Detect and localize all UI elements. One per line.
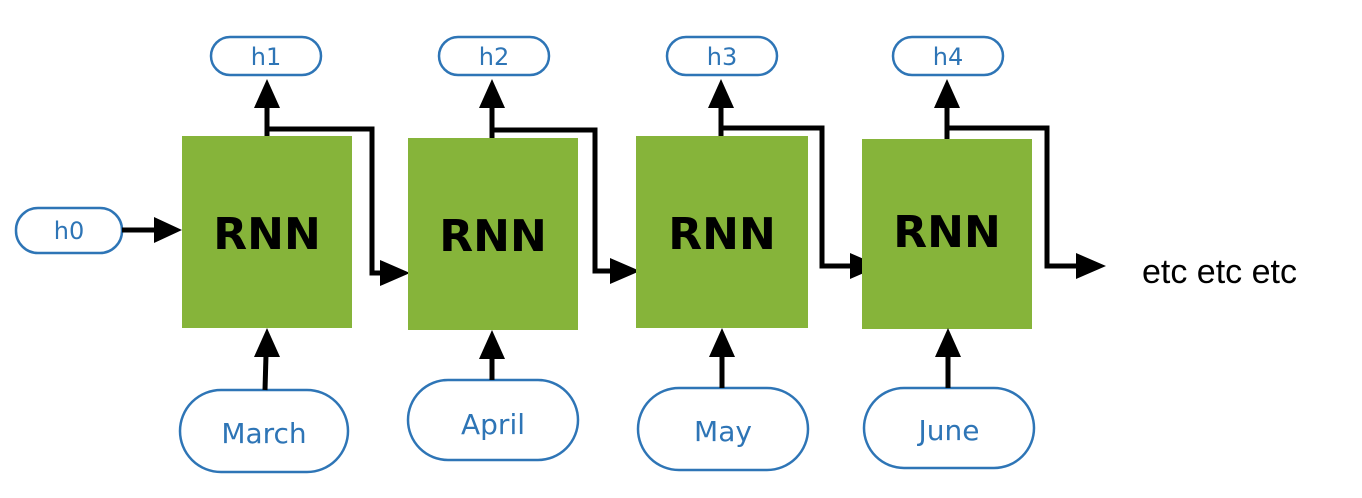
- initial-state-label: h0: [54, 217, 84, 245]
- input-arrow-1: [254, 328, 280, 391]
- output-arrow-3: [708, 79, 734, 136]
- hidden-state-arrow-1: [269, 126, 410, 286]
- input-pill-1: March: [178, 388, 350, 474]
- input-pill-3: May: [636, 386, 810, 472]
- input-arrow-3: [709, 328, 735, 388]
- rnn-cell-4: RNN: [862, 139, 1032, 329]
- input-pill-2: April: [406, 378, 580, 462]
- rnn-cell-1: RNN: [182, 136, 352, 328]
- output-label: h4: [933, 43, 963, 71]
- output-pill-1: h1: [209, 35, 323, 77]
- input-arrow-2: [479, 330, 505, 380]
- output-pill-4: h4: [891, 35, 1005, 77]
- continuation-text: etc etc etc: [1142, 253, 1297, 291]
- rnn-cell-3: RNN: [636, 136, 808, 328]
- input-label: June: [917, 414, 980, 447]
- output-pill-3: h3: [665, 35, 779, 77]
- output-pill-2: h2: [437, 35, 551, 77]
- rnn-cell-label: RNN: [213, 209, 321, 260]
- hidden-state-arrow-4: [949, 125, 1106, 279]
- initial-state-arrow: [122, 217, 182, 243]
- rnn-cell-label: RNN: [439, 211, 547, 262]
- input-label: April: [461, 408, 525, 441]
- output-label: h2: [479, 43, 509, 71]
- input-pill-4: June: [862, 386, 1036, 470]
- rnn-cell-2: RNN: [408, 138, 578, 330]
- output-arrow-4: [934, 79, 960, 139]
- rnn-cell-label: RNN: [893, 207, 1001, 258]
- output-label: h1: [251, 43, 281, 71]
- input-arrow-4: [935, 328, 961, 388]
- initial-state-pill: h0: [14, 206, 124, 255]
- output-arrow-1: [254, 79, 280, 136]
- input-label: May: [694, 415, 752, 448]
- rnn-cell-label: RNN: [668, 209, 776, 260]
- input-label: March: [221, 417, 306, 450]
- output-label: h3: [707, 43, 737, 71]
- hidden-state-arrow-2: [494, 127, 640, 284]
- output-arrow-2: [479, 79, 505, 138]
